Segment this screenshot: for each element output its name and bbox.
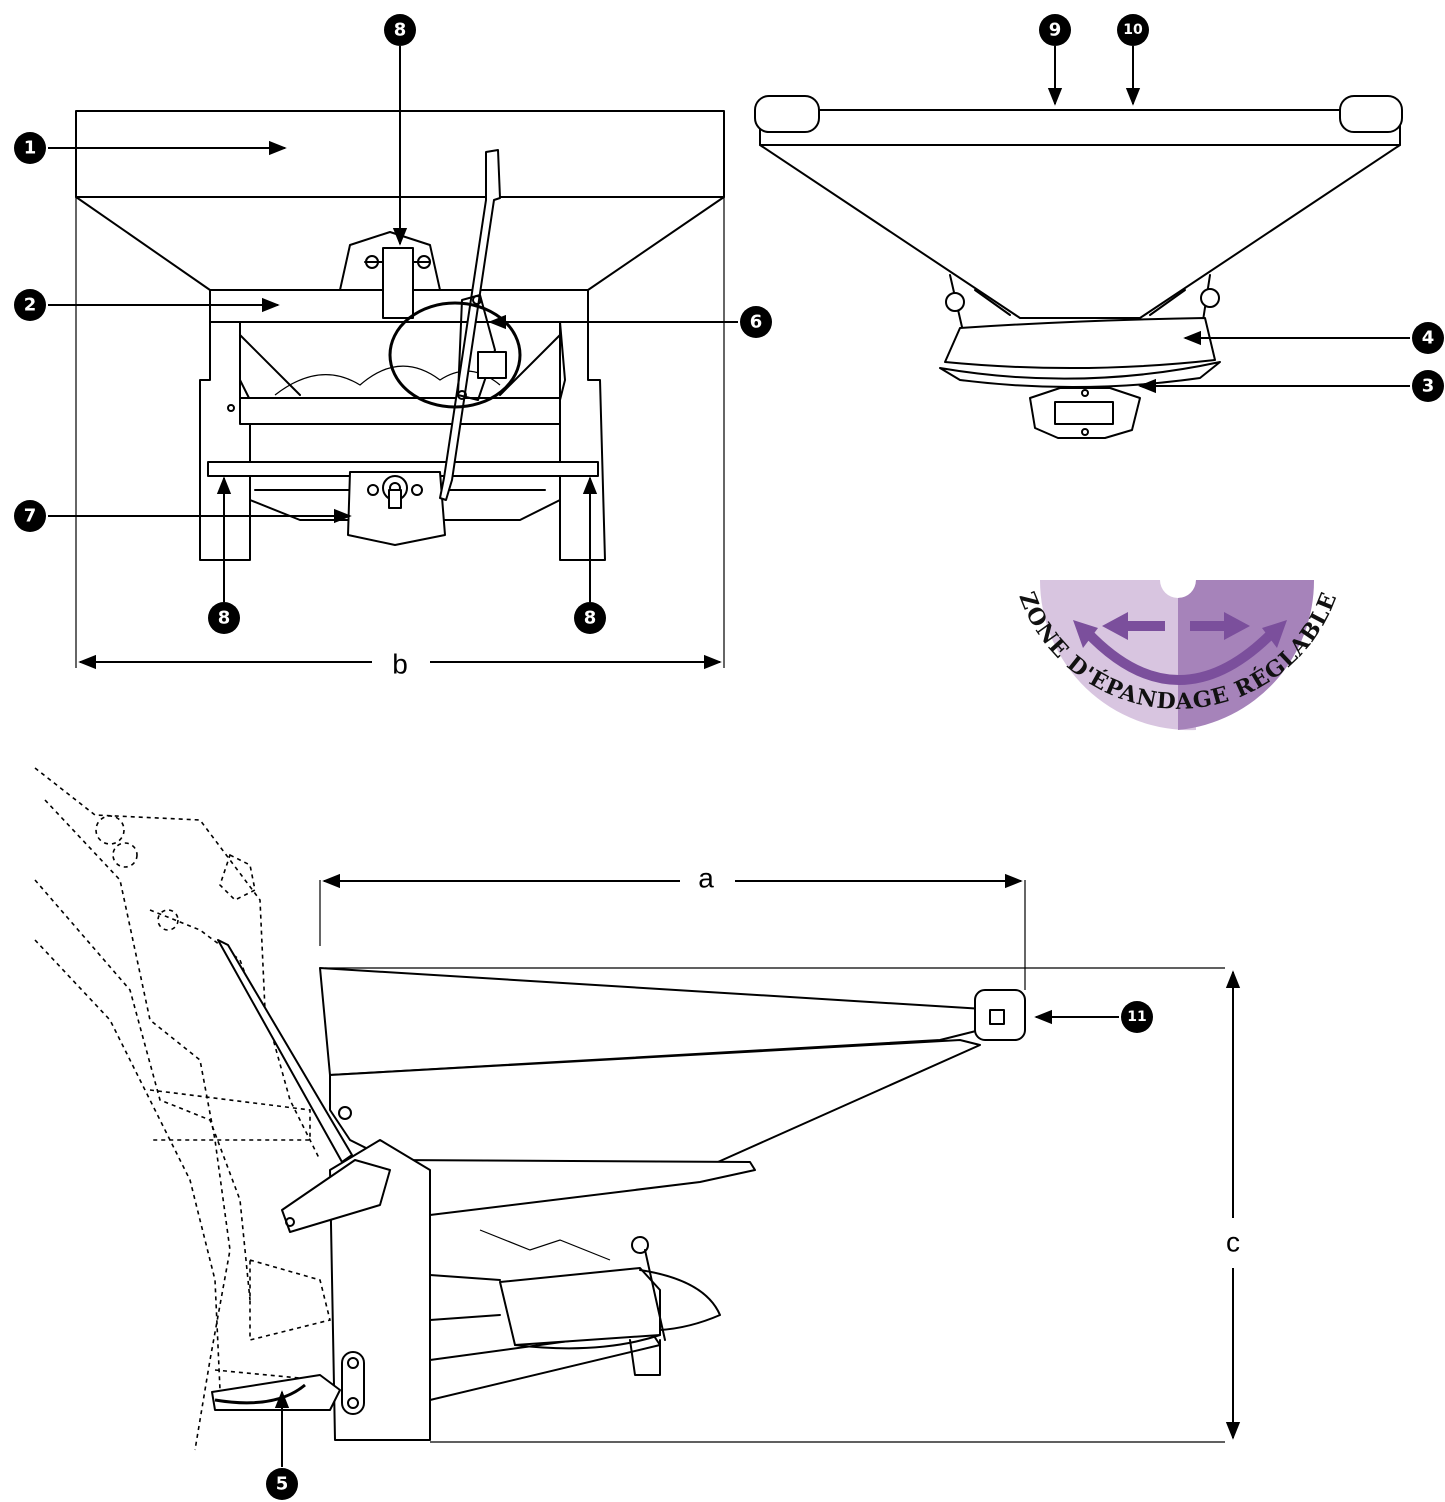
svg-text:10: 10 [1123,22,1143,38]
rear-view [754,95,1403,439]
callout-1 [14,132,46,164]
svg-text:11: 11 [1127,1009,1146,1025]
svg-text:3: 3 [1422,376,1435,397]
tractor-outline [34,767,331,1451]
callout-4 [1412,322,1444,354]
svg-text:8: 8 [218,608,231,629]
svg-text:8: 8 [394,20,407,41]
deflector-side [499,1267,661,1346]
deflector [944,317,1216,370]
callout-6 [740,306,772,338]
callout-9 [1039,14,1071,46]
svg-text:9: 9 [1049,20,1062,41]
callout-5 [266,1468,298,1500]
dimension-b-label: b [392,649,408,680]
callout-8-right [574,602,606,634]
spread-zone-badge: ZONE D'ÉPANDAGE RÉGLABLE [1013,562,1342,731]
callout-10 [1117,14,1149,46]
svg-text:5: 5 [276,1474,289,1495]
svg-text:4: 4 [1422,328,1435,349]
side-view [34,767,1026,1451]
svg-text:8: 8 [584,608,597,629]
pto-shaft [211,1374,341,1411]
dimension-c: c [325,967,1241,1443]
side-callouts: 11 5 [266,1001,1153,1500]
control-lever [439,149,501,501]
callout-11 [1121,1001,1153,1033]
control-cable [388,301,522,409]
dimension-c-label: c [1226,1227,1240,1258]
cross-beam [239,397,561,425]
frame-rail-side [389,1159,756,1216]
callout-2 [14,289,46,321]
front-callouts: 1 2 8 6 7 8 8 [14,14,772,634]
callout-8-top [384,14,416,46]
inner-frame [239,321,561,401]
hopper-rim-rear [759,109,1401,146]
callout-8-left [208,602,240,634]
zone-sweep-arrow [1080,625,1280,685]
side-lever [217,939,353,1163]
hitch-slot [341,1351,365,1415]
dimension-a: a [319,863,1026,990]
rear-gearbox [1029,387,1141,439]
callout-3 [1412,370,1444,402]
rim-cap-side [974,989,1026,1041]
svg-text:7: 7 [24,506,37,527]
hitch-arm [281,1159,391,1233]
svg-text:6: 6 [750,312,763,333]
hopper-funnel-rear [759,144,1401,319]
rim-cap-left [754,95,820,133]
svg-text:1: 1 [24,138,37,159]
right-side-frame [559,321,606,561]
dimension-a-label: a [698,863,714,894]
dimension-b: b [75,197,725,680]
svg-text:2: 2 [24,295,37,316]
callout-7 [14,500,46,532]
rear-callouts: 9 10 4 3 [1039,14,1444,402]
rim-cap-right [1339,95,1403,133]
